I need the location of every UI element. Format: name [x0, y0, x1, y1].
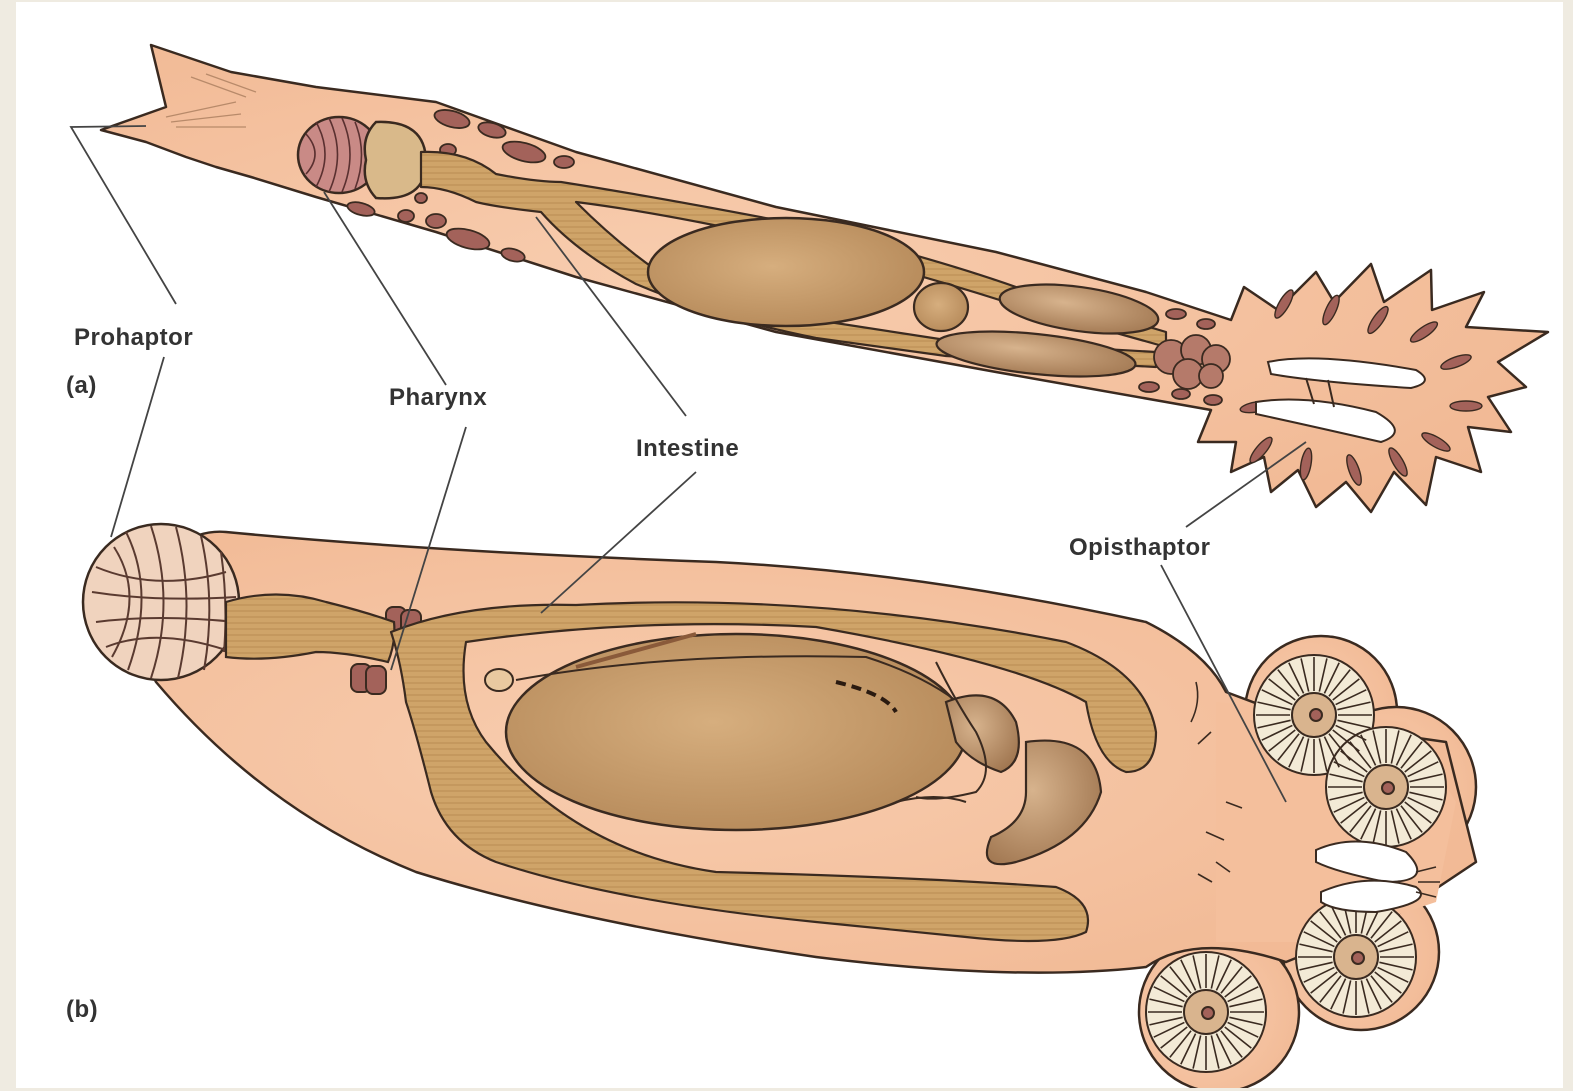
label-panel-b: (b)	[66, 996, 98, 1024]
monogenean-diagram	[16, 2, 1563, 1088]
label-opisthaptor: Opisthaptor	[1069, 534, 1211, 562]
oral-sucker-b	[83, 524, 239, 680]
label-panel-a: (a)	[66, 372, 97, 400]
pharynx-a	[365, 122, 426, 198]
label-intestine: Intestine	[636, 435, 739, 463]
egg-b	[506, 634, 966, 830]
leader-prohaptor-a1	[71, 126, 176, 304]
specimen-a	[101, 45, 1548, 512]
figure-frame: Prohaptor (a) Pharynx Intestine Opisthap…	[16, 2, 1563, 1088]
label-pharynx: Pharynx	[389, 384, 487, 412]
label-prohaptor: Prohaptor	[74, 324, 193, 352]
leader-prohaptor-b	[111, 357, 164, 537]
ovary-a	[914, 283, 968, 331]
egg-a	[648, 218, 924, 326]
specimen-b	[83, 524, 1476, 1088]
